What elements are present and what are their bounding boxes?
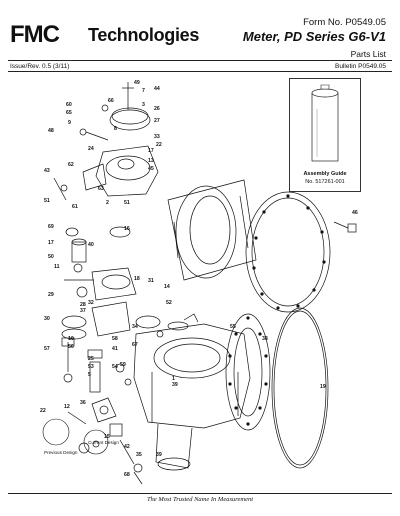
current-design-detail bbox=[83, 429, 109, 455]
current-design-label: Current Design bbox=[88, 440, 119, 445]
assembly-guide-illustration bbox=[311, 84, 339, 162]
exploded-parts-drawing: Previous Design Current Design 497 44 66 60… bbox=[40, 80, 358, 485]
part-callout-15: 15 bbox=[104, 434, 110, 440]
part-callout-58: 58 bbox=[112, 336, 118, 342]
part-callout-35: 35 bbox=[136, 452, 142, 458]
assembly-guide-number: No. 517261-001 bbox=[305, 179, 345, 185]
part-callout-36: 36 bbox=[80, 400, 86, 406]
part-callout-22: 22 bbox=[40, 408, 46, 414]
part-callout-19: 19 bbox=[320, 384, 326, 390]
footer-tagline: The Most Trusted Name In Measurement bbox=[146, 496, 254, 503]
part-callout-43: 43 bbox=[44, 168, 50, 174]
part-callout-51: 51 bbox=[44, 198, 50, 204]
part-callout-8: 8 bbox=[114, 126, 117, 132]
part-callout-28: 28 bbox=[80, 302, 86, 308]
part-callout-29: 29 bbox=[48, 292, 54, 298]
part-callout-11: 11 bbox=[54, 264, 60, 270]
part-callout-9: 9 bbox=[68, 120, 71, 126]
part-callout-48: 48 bbox=[48, 128, 54, 134]
part-callout-3: 3 bbox=[142, 102, 145, 108]
part-callout-13: 13 bbox=[148, 158, 154, 164]
part-callout-7: 7 bbox=[142, 88, 145, 94]
part-callout-37: 37 bbox=[80, 308, 86, 314]
part-callout-34: 34 bbox=[132, 324, 138, 330]
part-callout-66: 66 bbox=[108, 98, 114, 104]
part-callout-42: 42 bbox=[124, 444, 130, 450]
part-callout-25: 25 bbox=[88, 356, 94, 362]
part-callout-50: 50 bbox=[48, 254, 54, 260]
logo-wordmark: Technologies bbox=[88, 25, 200, 45]
part-callout-67: 67 bbox=[132, 342, 138, 348]
part-callout-41: 41 bbox=[112, 346, 118, 352]
previous-design-label: Previous Design bbox=[44, 450, 78, 455]
logo-mark: FMC bbox=[10, 21, 60, 48]
bulletin-number: Bulletin P0549.05 bbox=[335, 63, 386, 70]
part-callout-59: 59 bbox=[120, 362, 126, 368]
part-callout-56: 56 bbox=[68, 344, 74, 350]
part-callout-39: 39 bbox=[172, 382, 178, 388]
part-callout-1: 1 bbox=[172, 376, 175, 382]
part-callout-61: 61 bbox=[72, 204, 78, 210]
part-callout-18: 18 bbox=[134, 276, 140, 282]
part-callout-53: 53 bbox=[88, 364, 94, 370]
part-callout-39: 39 bbox=[156, 452, 162, 458]
footer-rule bbox=[8, 493, 392, 494]
header-rule-bottom bbox=[8, 71, 392, 72]
part-callout-26: 26 bbox=[154, 106, 160, 112]
part-callout-2: 2 bbox=[106, 200, 109, 206]
part-callout-38: 38 bbox=[262, 336, 268, 342]
part-callout-54: 54 bbox=[112, 364, 118, 370]
part-callout-31: 31 bbox=[148, 278, 154, 284]
part-callout-62: 62 bbox=[68, 162, 74, 168]
part-callout-40: 40 bbox=[88, 242, 94, 248]
form-number: Form No. P0549.05 bbox=[303, 17, 386, 28]
assembly-guide-title: Assembly Guide bbox=[303, 171, 347, 177]
part-callout-27: 27 bbox=[154, 118, 160, 124]
part-callout-22: 22 bbox=[156, 142, 162, 148]
part-callout-14: 14 bbox=[164, 284, 170, 290]
part-callout-69: 69 bbox=[48, 224, 54, 230]
company-logo: FMC Technologies bbox=[10, 20, 199, 48]
header-rule-top bbox=[8, 60, 392, 61]
part-callout-10: 10 bbox=[68, 336, 74, 342]
part-callout-24: 24 bbox=[88, 146, 94, 152]
part-callout-16: 16 bbox=[124, 226, 130, 232]
part-callout-17: 17 bbox=[48, 240, 54, 246]
part-callout-49: 49 bbox=[134, 80, 140, 86]
part-callout-68: 68 bbox=[124, 472, 130, 478]
document-subtitle: Parts List bbox=[350, 49, 386, 59]
previous-design-detail bbox=[42, 418, 70, 446]
part-callout-51: 51 bbox=[124, 200, 130, 206]
part-callout-44: 44 bbox=[154, 86, 160, 92]
part-callout-5: 5 bbox=[88, 372, 91, 378]
part-callout-60: 60 bbox=[66, 102, 72, 108]
part-callout-45: 45 bbox=[148, 166, 154, 172]
part-callout-12: 12 bbox=[64, 404, 70, 410]
part-callout-57: 57 bbox=[44, 346, 50, 352]
document-title: Meter, PD Series G6-V1 bbox=[242, 29, 386, 44]
part-callout-30: 30 bbox=[44, 316, 50, 322]
assembly-guide-box: Assembly Guide No. 517261-001 bbox=[289, 78, 361, 192]
part-callout-46: 46 bbox=[352, 210, 358, 216]
part-callout-65: 65 bbox=[66, 110, 72, 116]
part-callout-63: 63 bbox=[98, 186, 104, 192]
part-callout-52: 52 bbox=[166, 300, 172, 306]
part-callout-33: 33 bbox=[154, 134, 160, 140]
issue-revision: Issue/Rev. 0.5 (3/11) bbox=[10, 63, 70, 70]
part-callout-17: 17 bbox=[148, 148, 154, 154]
part-callout-32: 32 bbox=[88, 300, 94, 306]
part-callout-55: 55 bbox=[230, 324, 236, 330]
